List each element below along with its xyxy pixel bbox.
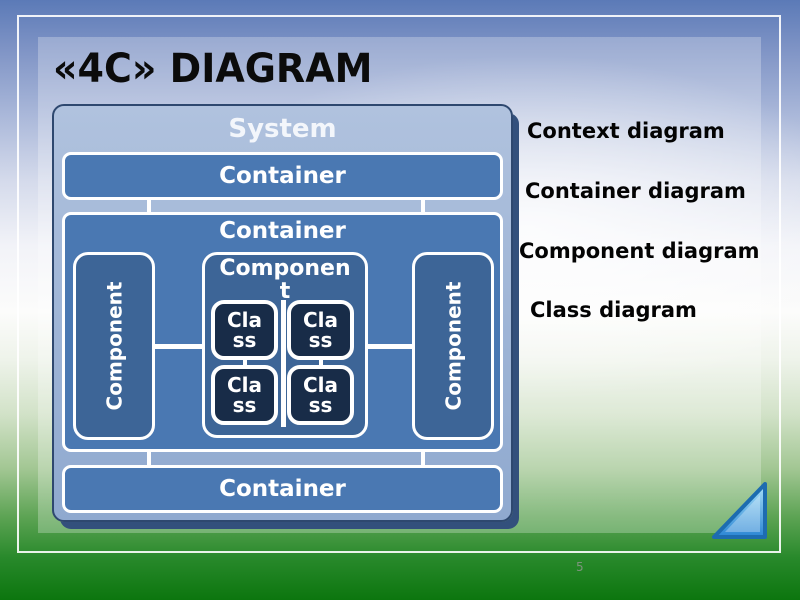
connector-bottom-right-line [421, 452, 425, 465]
system-label: System [228, 114, 337, 144]
component-center-box: Componen t Cla ss Cla ss Cla ss Cla ss [202, 252, 368, 438]
class-box-bottom-right: Cla ss [287, 365, 354, 425]
connector-right-line [368, 344, 413, 349]
container-bottom-label: Container [219, 476, 346, 502]
connector-class-left-line [243, 358, 247, 368]
corner-triangle-icon [712, 482, 767, 539]
container-top-label: Container [219, 163, 346, 189]
connector-bottom-left-line [147, 452, 151, 465]
legend-item-context: Context diagram [527, 119, 725, 143]
container-top-box: Container [62, 152, 503, 200]
legend-item-component: Component diagram [519, 239, 760, 263]
component-right-label: Component [441, 281, 466, 411]
class-box-top-left: Cla ss [211, 300, 278, 360]
legend-item-class: Class diagram [530, 298, 697, 322]
connector-class-center-line [281, 300, 286, 427]
class-box-top-right: Cla ss [287, 300, 354, 360]
slide-title: «4C» DIAGRAM [53, 46, 373, 92]
slide-frame [17, 15, 781, 553]
container-middle-box: Container Component Componen t Cla ss Cl… [62, 212, 503, 452]
class-box-bottom-left: Cla ss [211, 365, 278, 425]
connector-top-right-line [421, 200, 425, 213]
container-bottom-box: Container [62, 465, 503, 513]
system-box: System Container Container Component Com… [52, 104, 513, 522]
component-right-box: Component [412, 252, 494, 440]
component-left-box: Component [73, 252, 155, 440]
connector-top-left-line [147, 200, 151, 213]
connector-left-line [155, 344, 203, 349]
component-center-label: Componen t [219, 256, 351, 305]
component-left-label: Component [102, 281, 127, 411]
page-number: 5 [576, 560, 584, 574]
legend-item-container: Container diagram [525, 179, 746, 203]
connector-class-right-line [319, 358, 323, 368]
container-middle-label: Container [219, 218, 346, 244]
